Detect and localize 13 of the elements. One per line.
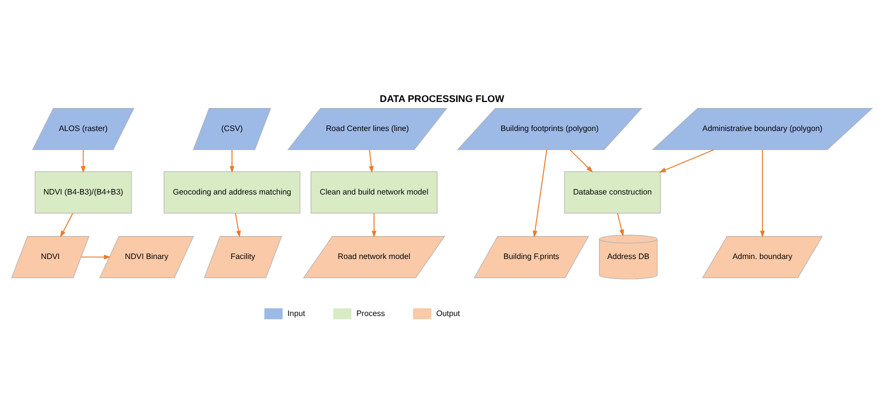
arrow [760,150,764,238]
diagram-title: DATA PROCESSING FLOW [379,94,504,106]
arrow [80,149,86,173]
arrow [371,212,376,238]
arrow [80,254,110,260]
arrow [616,212,624,237]
arrow [368,149,374,173]
arrow [569,149,592,173]
arrow [60,212,73,238]
arrow [532,150,547,238]
arrow [229,149,234,173]
arrow [234,212,240,238]
arrow [658,149,714,173]
